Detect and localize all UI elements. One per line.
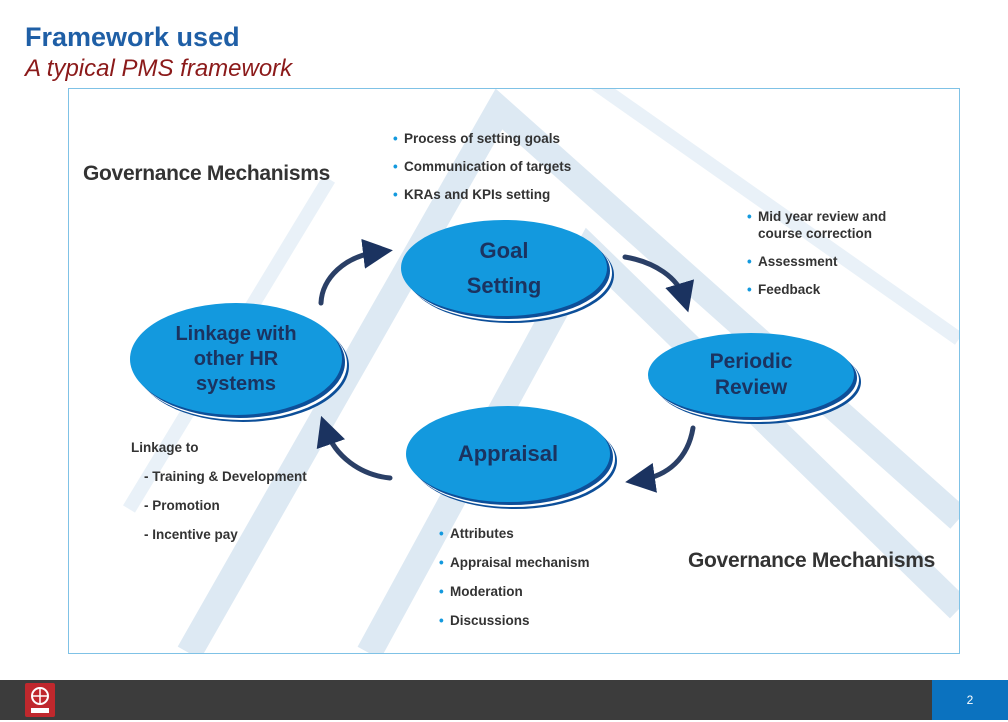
page-number: 2	[932, 680, 1008, 720]
goal-bullet: Communication of targets	[393, 153, 571, 181]
appraisal-bullet: Attributes	[439, 519, 590, 548]
review-bullet-list: Mid year review and course correction As…	[747, 208, 922, 298]
node-periodic-review: Periodic Review	[648, 333, 854, 417]
goal-bullet-list: Process of setting goals Communication o…	[393, 125, 571, 209]
node-goal-line-2: Setting	[466, 273, 542, 298]
governance-label-bottom: Governance Mechanisms	[688, 549, 935, 572]
goal-bullet: KRAs and KPIs setting	[393, 181, 571, 209]
linkage-item: - Incentive pay	[144, 527, 238, 542]
company-logo	[25, 683, 55, 717]
logo-icon	[31, 687, 49, 713]
node-linkage-line-3: systems	[195, 372, 277, 395]
arrow-goal-to-review	[622, 254, 695, 313]
linkage-item: - Promotion	[144, 498, 220, 513]
node-linkage-hr: Linkage with other HR systems	[130, 303, 342, 415]
slide-subtitle: A typical PMS framework	[25, 55, 293, 82]
footer-bar: 2	[0, 680, 1008, 720]
node-linkage-line-2: other HR	[193, 347, 279, 370]
appraisal-bullet: Moderation	[439, 577, 590, 606]
governance-label-top: Governance Mechanisms	[83, 162, 330, 185]
review-bullet: Feedback	[747, 281, 922, 298]
node-goal-line-1: Goal	[479, 238, 529, 263]
arrow-appraisal-to-linkage	[316, 415, 393, 481]
node-appraisal: Appraisal	[406, 406, 610, 502]
review-bullet: Assessment	[747, 253, 922, 270]
node-review-line-1: Periodic	[709, 350, 793, 373]
linkage-list: Linkage to - Training & Development - Pr…	[131, 433, 307, 549]
linkage-item: - Training & Development	[144, 469, 307, 484]
appraisal-bullet: Appraisal mechanism	[439, 548, 590, 577]
node-appraisal-label: Appraisal	[457, 441, 559, 466]
arrow-review-to-appraisal	[625, 425, 696, 493]
appraisal-bullet-list: Attributes Appraisal mechanism Moderatio…	[439, 519, 590, 635]
linkage-heading: Linkage to	[131, 440, 199, 455]
appraisal-bullet: Discussions	[439, 606, 590, 635]
slide-title: Framework used	[25, 22, 240, 52]
node-linkage-line-1: Linkage with	[175, 322, 297, 345]
goal-bullet: Process of setting goals	[393, 125, 571, 153]
review-bullet: Mid year review and course correction	[747, 208, 922, 242]
arrow-linkage-to-goal	[318, 238, 393, 306]
node-review-line-2: Review	[714, 376, 788, 399]
node-goal-setting: Goal Setting	[401, 220, 607, 316]
